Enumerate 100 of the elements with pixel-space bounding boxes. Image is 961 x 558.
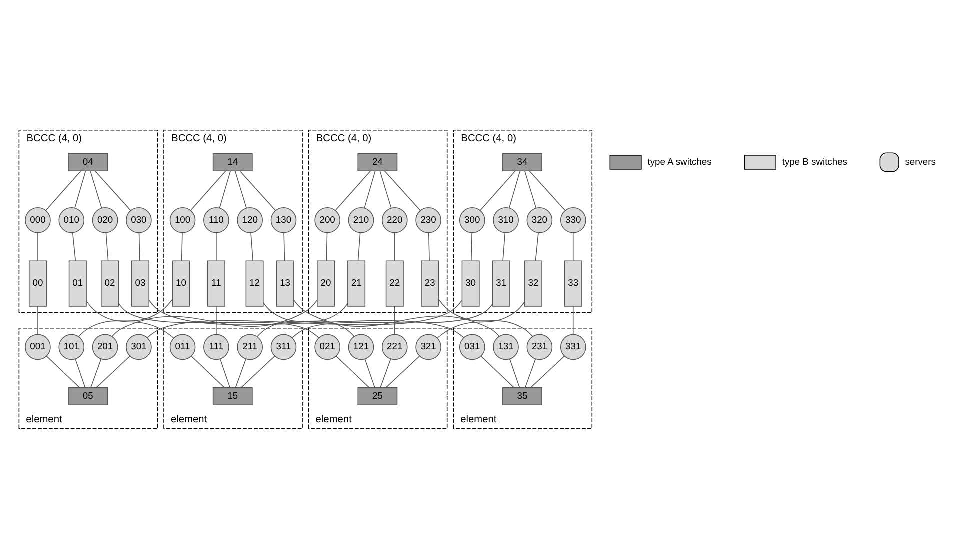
connector xyxy=(291,303,493,338)
node-circle: 101 xyxy=(58,334,84,360)
connector xyxy=(335,355,370,388)
connector xyxy=(190,170,226,210)
connector xyxy=(138,232,140,261)
node-circle: 020 xyxy=(92,206,118,233)
node-box: 24 xyxy=(357,152,398,171)
connector xyxy=(326,232,328,261)
node-circle: 211 xyxy=(236,334,263,360)
node-circle: 221 xyxy=(381,334,408,360)
node-circle: 321 xyxy=(415,334,441,360)
connector xyxy=(394,232,395,261)
node-circle: 131 xyxy=(492,334,518,360)
node-circle: 031 xyxy=(458,334,485,360)
node-box: 11 xyxy=(206,260,225,306)
node-circle: 021 xyxy=(314,334,340,360)
node-circle: 330 xyxy=(560,206,586,233)
node-circle: 001 xyxy=(24,334,50,360)
connector xyxy=(72,232,76,261)
connector xyxy=(530,355,564,388)
connector xyxy=(219,358,230,388)
connector xyxy=(438,298,532,336)
connector xyxy=(470,232,472,261)
connector xyxy=(105,232,108,261)
node-box: 15 xyxy=(212,387,252,406)
connector xyxy=(357,232,360,261)
connector xyxy=(524,170,536,208)
connector xyxy=(180,232,182,261)
connector xyxy=(480,170,516,210)
node-box: 04 xyxy=(68,152,108,171)
connector xyxy=(90,358,102,388)
node-circle: 030 xyxy=(126,206,152,233)
node-circle: 320 xyxy=(526,206,552,233)
node-box: 35 xyxy=(502,387,542,406)
connector xyxy=(524,358,536,388)
connector xyxy=(190,355,224,388)
node-box: 21 xyxy=(347,260,366,306)
node-circle: 130 xyxy=(270,206,296,233)
connector xyxy=(256,302,348,337)
node-circle: 010 xyxy=(58,206,84,233)
connector xyxy=(37,232,38,261)
node-box: 05 xyxy=(68,387,108,406)
node-circle: 200 xyxy=(314,206,340,233)
legend-label: type A switches xyxy=(647,155,712,166)
node-box: 22 xyxy=(385,260,404,306)
connector xyxy=(534,232,538,261)
connector xyxy=(218,170,230,208)
node-box: 10 xyxy=(172,260,190,306)
connector xyxy=(94,170,131,211)
connector xyxy=(480,355,514,388)
connector xyxy=(262,302,354,336)
node-box: 25 xyxy=(357,387,398,406)
connector xyxy=(528,170,566,211)
connector xyxy=(428,232,430,261)
node-box: 13 xyxy=(276,260,294,306)
connector xyxy=(379,170,392,208)
node-circle: 011 xyxy=(169,334,196,360)
connector xyxy=(250,232,253,261)
node-circle: 301 xyxy=(126,334,152,360)
node-circle: 111 xyxy=(203,334,229,360)
node-box: 14 xyxy=(212,152,252,171)
connector xyxy=(502,232,506,261)
connector xyxy=(293,299,499,336)
connector xyxy=(283,232,285,261)
connector xyxy=(118,302,319,338)
connector xyxy=(508,170,520,208)
legend-label: type B switches xyxy=(782,155,847,166)
connector xyxy=(364,358,375,388)
node-circle: 121 xyxy=(348,334,374,360)
connector xyxy=(74,358,86,388)
node-circle: 230 xyxy=(415,206,441,233)
node-circle: 000 xyxy=(24,206,50,233)
connector xyxy=(234,170,247,208)
node-box: 20 xyxy=(316,260,335,306)
connector xyxy=(45,170,81,210)
connector xyxy=(385,355,420,388)
connector xyxy=(240,355,275,388)
node-circle: 110 xyxy=(203,206,229,233)
connector xyxy=(334,170,371,210)
node-circle: 100 xyxy=(169,206,196,233)
node-box: 32 xyxy=(524,260,542,306)
node-circle: 310 xyxy=(492,206,518,233)
connector xyxy=(572,232,574,261)
node-box: 03 xyxy=(131,260,150,306)
node-box: 33 xyxy=(564,260,582,306)
node-circle: 201 xyxy=(92,334,118,360)
node-circle: 210 xyxy=(348,206,374,233)
connector xyxy=(394,306,395,334)
legend-label: servers xyxy=(904,155,936,166)
connector xyxy=(239,170,276,211)
connector xyxy=(96,355,130,388)
connector xyxy=(364,170,376,208)
connector xyxy=(46,355,80,388)
connector xyxy=(111,299,318,336)
connector xyxy=(37,306,38,334)
connector xyxy=(572,306,574,334)
connector xyxy=(74,170,86,208)
node-box: 34 xyxy=(502,152,542,171)
connector xyxy=(380,358,391,388)
node-circle: 311 xyxy=(270,334,296,360)
